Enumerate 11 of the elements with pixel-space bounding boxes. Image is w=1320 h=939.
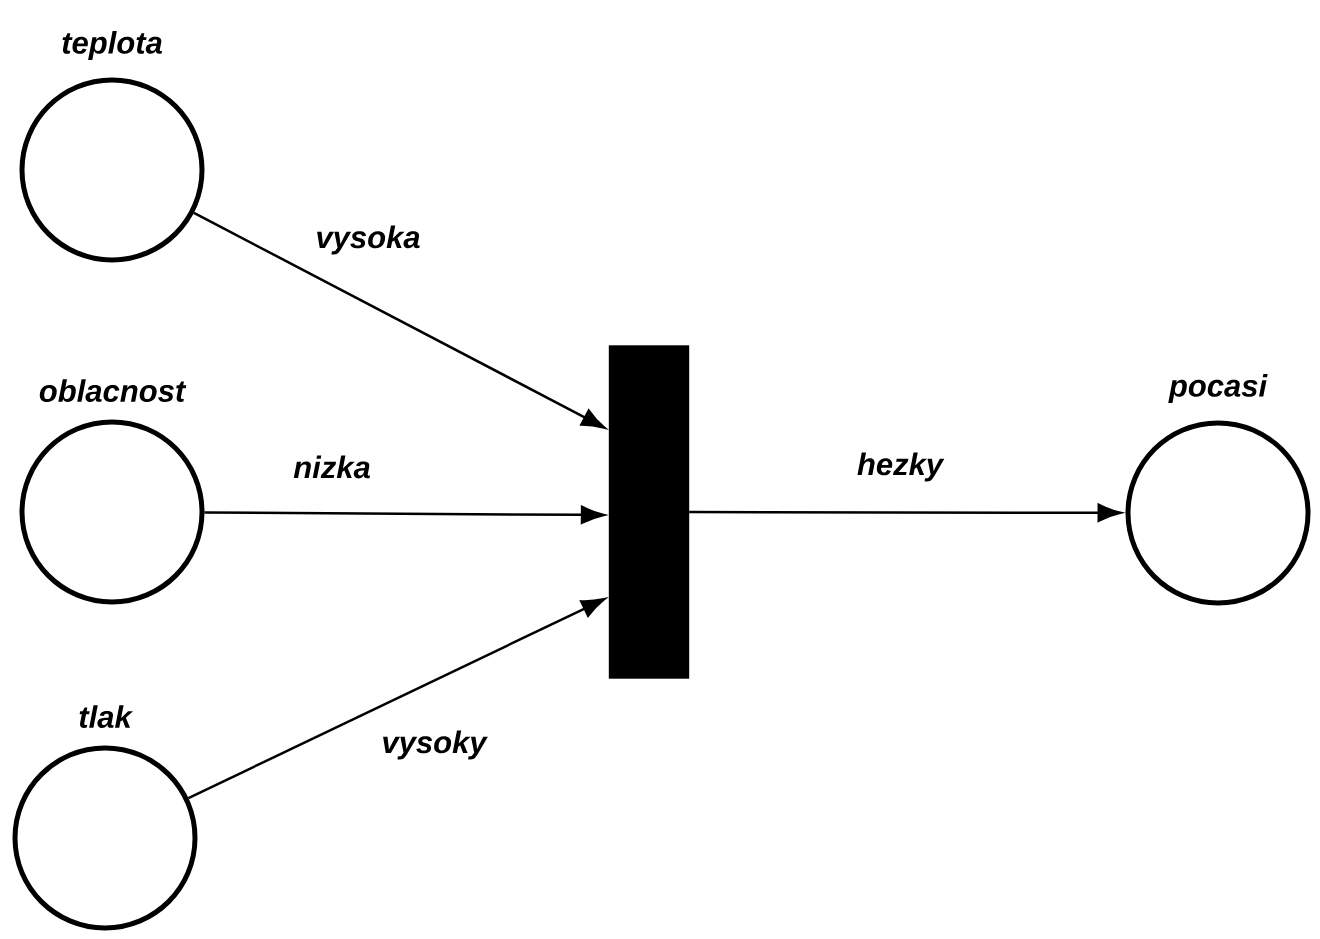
- edge-label: vysoky: [380, 729, 488, 761]
- node-label: teplota: [62, 31, 162, 60]
- edge-label: vysoka: [314, 224, 422, 256]
- edge-label: nizka: [292, 454, 372, 480]
- node-label: tlak: [79, 705, 134, 728]
- node-label: oblacnost: [39, 379, 187, 402]
- arrow: [193, 211, 606, 429]
- edge-label: hezky: [855, 451, 945, 483]
- arrow: [187, 598, 606, 800]
- transition-bar: [608, 345, 690, 679]
- node-label: pocasi: [1168, 374, 1268, 403]
